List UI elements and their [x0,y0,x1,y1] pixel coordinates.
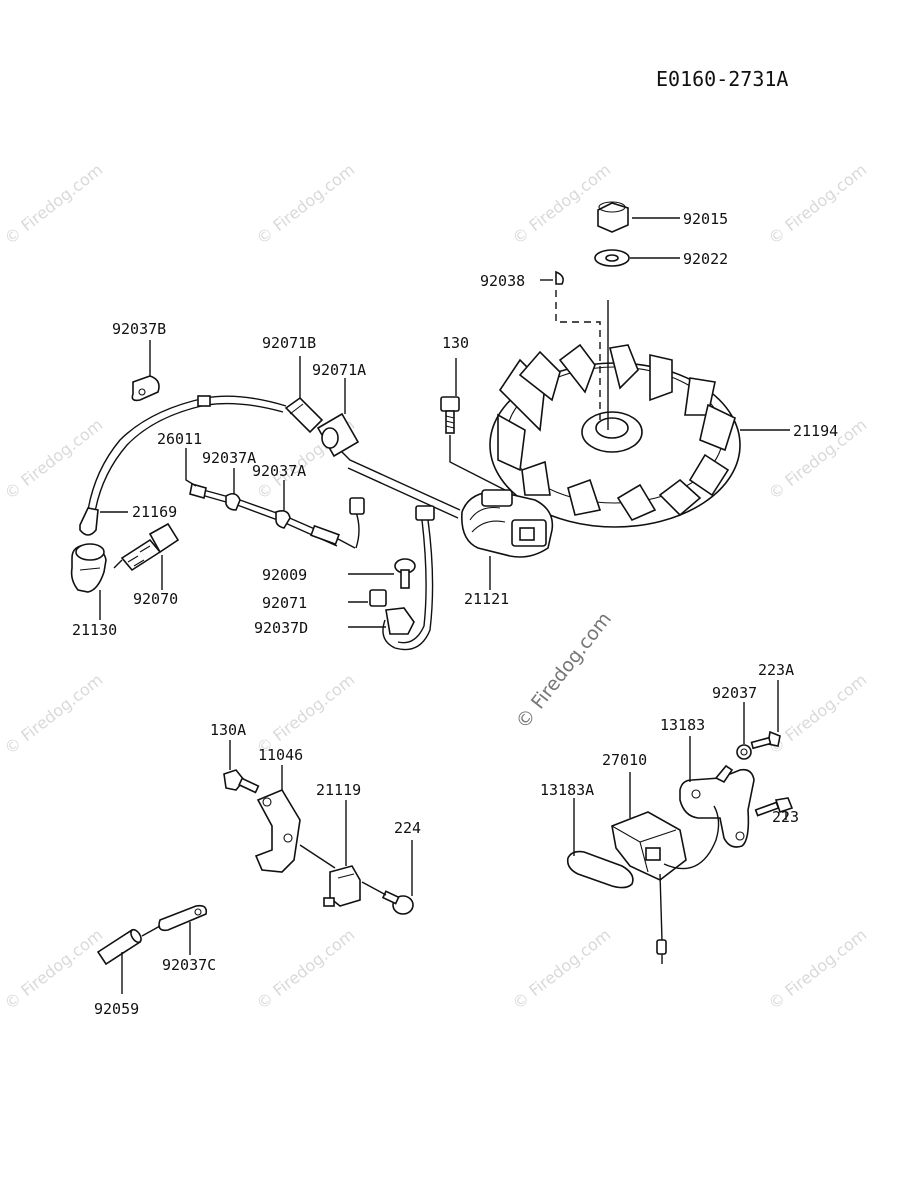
ignition-coil-21121 [461,489,554,558]
ground-wire [382,519,434,651]
terminal-92037 [736,744,752,760]
watermark: © Firedog.com [509,160,614,248]
grommet-92071A [316,412,360,458]
spark-plug-92070 [113,522,180,572]
watermark: © Firedog.com [253,160,358,248]
label-21130: 21130 [72,621,117,639]
watermark: © Firedog.com [1,160,106,248]
pin-92059 [96,928,142,966]
nut-92015 [597,201,629,233]
flywheel-21194 [489,300,741,528]
label-92009: 92009 [262,566,307,584]
watermark-center: © Firedog.com [512,608,616,733]
label-92038: 92038 [480,272,525,290]
module-27010 [611,805,720,964]
spark-lead [87,395,287,511]
bracket-11046 [254,788,301,873]
label-92037A-2: 92037A [252,462,306,480]
label-92059: 92059 [94,1000,139,1018]
key-install-path [555,290,601,420]
watermark: © Firedog.com [509,925,614,1013]
watermark: © Firedog.com [253,670,358,758]
label-11046: 11046 [258,746,303,764]
watermark: © Firedog.com [1,925,106,1013]
watermark: © Firedog.com [253,925,358,1013]
plate-13183 [679,764,755,848]
label-92071B: 92071B [262,334,316,352]
label-130A: 130A [210,721,246,739]
terminal-21169 [79,507,99,536]
label-26011: 26011 [157,430,202,448]
gasket-13183A [566,850,634,889]
drawing-code: E0160-2731A [656,67,788,91]
label-223A: 223A [758,661,794,679]
label-92071: 92071 [262,594,307,612]
switch-21119 [323,865,361,907]
label-130: 130 [442,334,469,352]
watermark: © Firedog.com [765,670,870,758]
boot-92071B [284,396,324,434]
watermark-layer: © Firedog.com © Firedog.com © Firedog.co… [1,160,870,1013]
washer-92022 [594,249,630,267]
plug-cap-21130 [70,543,107,593]
screw-224 [381,890,414,915]
label-92037A-1: 92037A [202,449,256,467]
connector-92071 [369,589,387,607]
label-92037B: 92037B [112,320,166,338]
clip-92037D [385,607,415,635]
screw-92009 [394,558,416,589]
key-92038 [555,270,564,285]
label-92071A: 92071A [312,361,366,379]
watermark: © Firedog.com [1,415,106,503]
label-21169: 21169 [132,503,177,521]
label-21121: 21121 [464,590,509,608]
label-92015: 92015 [683,210,728,228]
label-92037D: 92037D [254,619,308,637]
link-92037C [158,904,208,932]
label-92070: 92070 [133,590,178,608]
bolt-130 [440,396,460,434]
label-92037: 92037 [712,684,757,702]
screw-223A [750,730,781,750]
label-13183: 13183 [660,716,705,734]
label-27010: 27010 [602,751,647,769]
bolt-130A [223,769,260,794]
label-92022: 92022 [683,250,728,268]
label-224: 224 [394,819,421,837]
clamp-92037B [131,375,160,402]
watermark: © Firedog.com [1,670,106,758]
watermark: © Firedog.com [765,160,870,248]
harness-26011 [189,482,365,549]
label-13183A: 13183A [540,781,594,799]
label-92037C: 92037C [162,956,216,974]
label-223: 223 [772,808,799,826]
label-21119: 21119 [316,781,361,799]
screw-223 [754,797,794,817]
watermark: © Firedog.com [765,925,870,1013]
label-21194: 21194 [793,422,838,440]
